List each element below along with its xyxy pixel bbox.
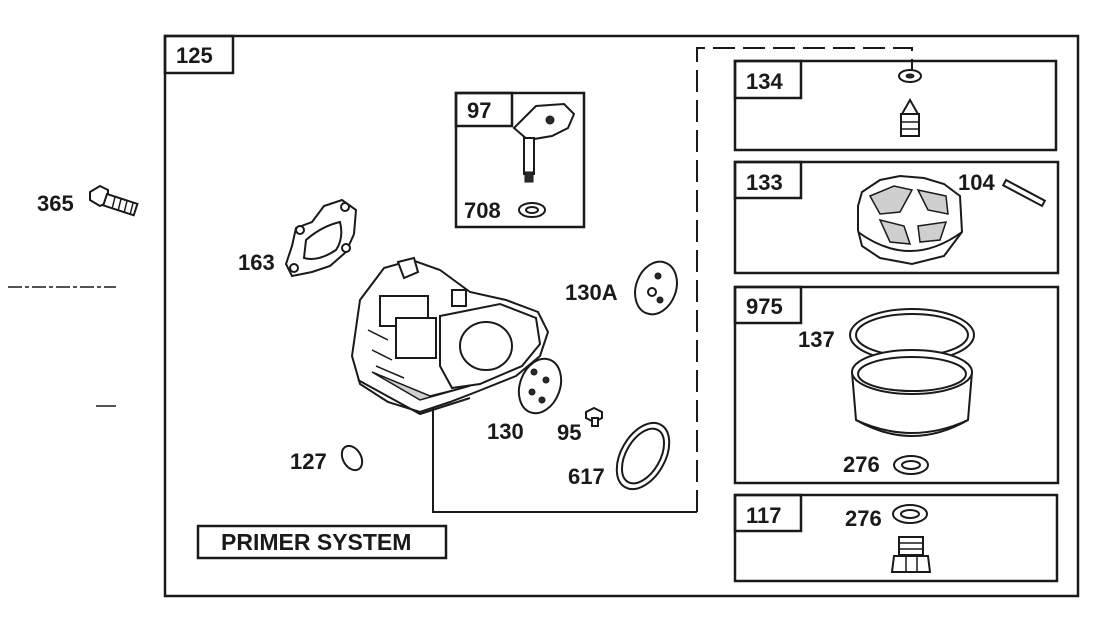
- bowl-nut-117-icon: [890, 536, 932, 573]
- gasket-137-icon: [849, 308, 975, 362]
- part-label-95: 95: [557, 420, 581, 445]
- box-117: [733, 493, 1059, 583]
- box-97: [454, 91, 586, 229]
- box-133-label: 133: [746, 170, 783, 195]
- box-97-label-box: [454, 91, 514, 128]
- part-label-365: 365: [37, 191, 74, 216]
- part-label-104: 104: [958, 170, 995, 195]
- box-975-label: 975: [746, 294, 783, 319]
- part-label-163: 163: [238, 250, 275, 275]
- needle-valve-134-icon: [898, 69, 922, 137]
- float-133-icon: [857, 174, 964, 266]
- main-frame-label: 125: [176, 43, 213, 68]
- o-ring-617-icon: [615, 421, 671, 491]
- carburetor-body-icon: [350, 256, 550, 416]
- leader-134: [696, 47, 913, 512]
- primer-lever-icon: [512, 102, 576, 183]
- box-975-label-box: [733, 285, 803, 325]
- washer-276-a-icon: [893, 455, 929, 475]
- box-134: [733, 59, 1058, 152]
- part-label-130: 130: [487, 419, 524, 444]
- leader-assembly: [432, 408, 697, 513]
- screw-95-icon: [585, 406, 603, 427]
- box-975: [733, 285, 1060, 485]
- primer-system-label-box: [196, 524, 448, 560]
- box-133: [733, 160, 1060, 275]
- scan-marks: [8, 286, 116, 407]
- part-label-130A: 130A: [565, 280, 618, 305]
- part-label-127: 127: [290, 449, 327, 474]
- box-117-label-box: [733, 493, 803, 533]
- diaphragm-130-icon: [517, 357, 563, 415]
- part-label-276-a: 276: [843, 452, 880, 477]
- main-frame-label-box: [163, 34, 235, 75]
- box-133-label-box: [733, 160, 803, 200]
- part-label-276-b: 276: [845, 506, 882, 531]
- washer-708-icon: [518, 202, 546, 218]
- seal-127-icon: [340, 444, 364, 472]
- box-117-label: 117: [746, 503, 782, 528]
- main-frame: [163, 34, 1080, 598]
- part-label-617: 617: [568, 464, 605, 489]
- box-134-label-box: [733, 59, 803, 100]
- part-label-137: 137: [798, 327, 835, 352]
- washer-276-b-icon: [892, 504, 928, 524]
- part-label-708: 708: [464, 198, 501, 223]
- box-97-label: 97: [467, 98, 491, 123]
- bolt-365-icon: [89, 184, 139, 217]
- float-bowl-975-icon: [850, 349, 974, 437]
- pin-104-icon: [1001, 178, 1047, 208]
- box-134-label: 134: [746, 69, 783, 94]
- gasket-163-icon: [284, 198, 358, 278]
- plate-130A-icon: [634, 260, 678, 316]
- primer-system-label: PRIMER SYSTEM: [221, 529, 411, 555]
